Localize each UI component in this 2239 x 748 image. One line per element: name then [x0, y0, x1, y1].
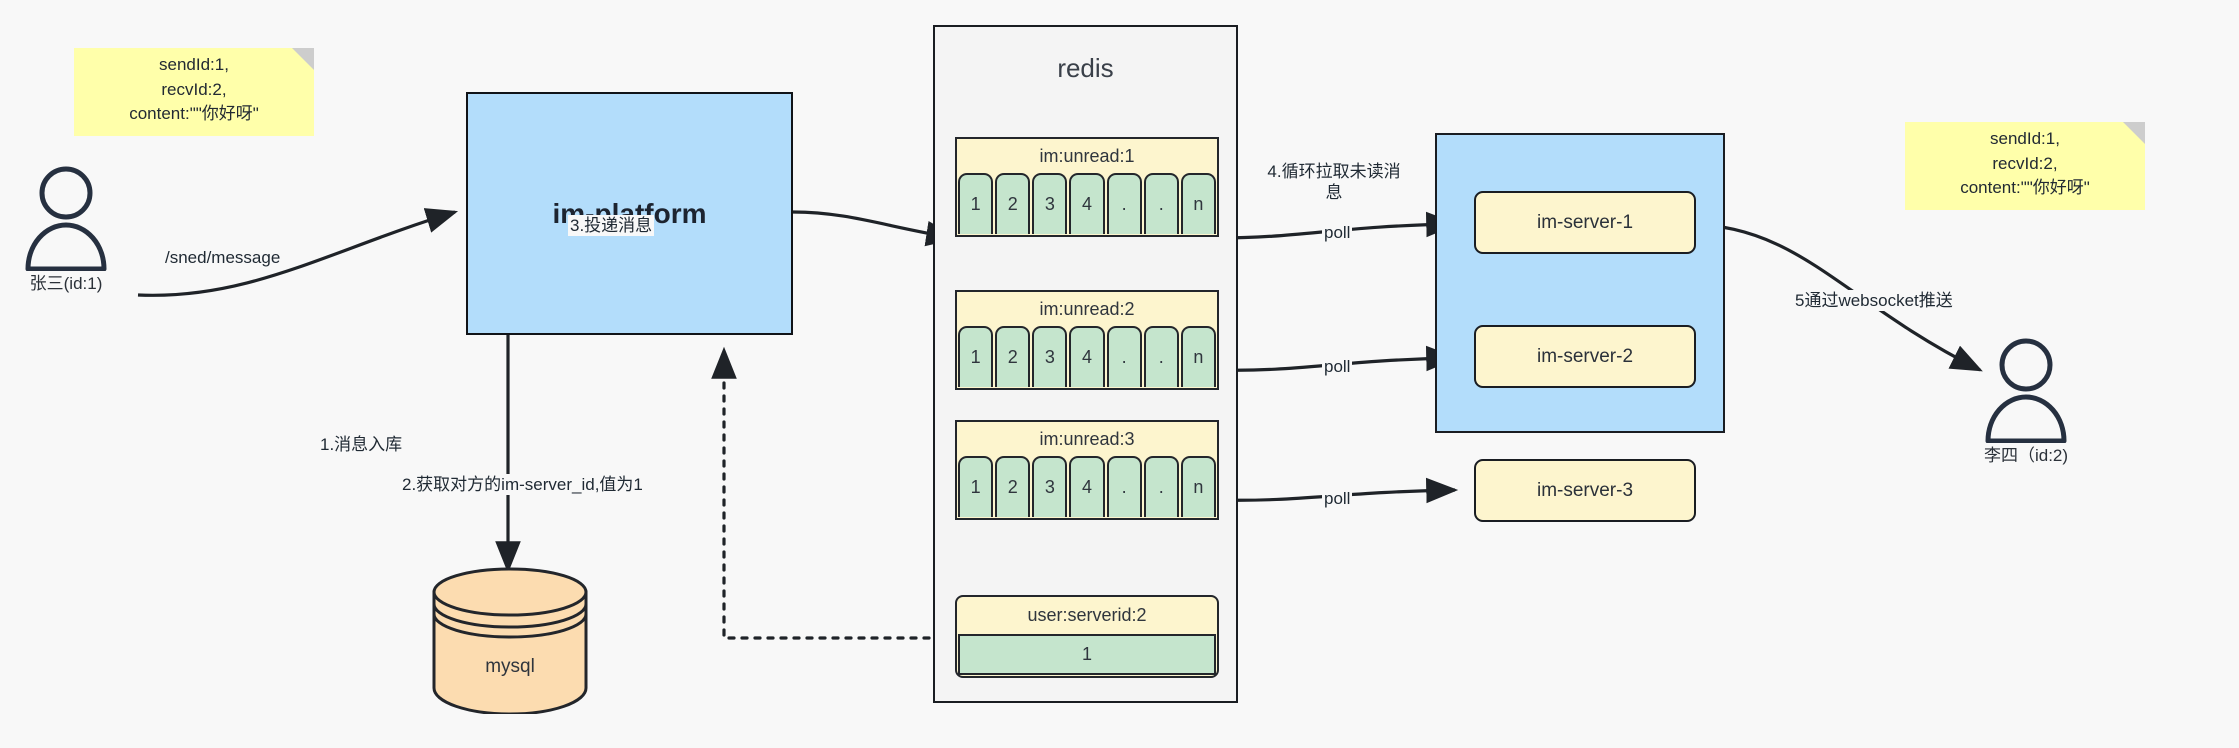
actor-sender: 张三(id:1)	[24, 165, 108, 295]
im-server-label: im-server-1	[1536, 211, 1634, 233]
redis-cell: 4	[1069, 456, 1105, 517]
redis-cell: .	[1106, 326, 1142, 387]
im-server-3-box[interactable]: im-server-3	[1474, 459, 1696, 522]
redis-cell: 1	[958, 456, 994, 517]
edge-label-poll-3: poll	[1322, 488, 1353, 510]
edge-serverid-to-platform-dotted	[711, 346, 957, 640]
redis-cell: .	[1143, 326, 1179, 387]
redis-key-group-unread-2[interactable]: im:unread:2 1 2 3 4 . . n	[955, 290, 1219, 390]
edge-label-poll-2: poll	[1322, 356, 1353, 378]
note-text: sendId:1, recvId:2, content:""你好呀"	[129, 55, 259, 124]
redis-cell: .	[1143, 173, 1179, 234]
actor-receiver-label: 李四（id:2)	[1983, 446, 2069, 465]
actor-sender-label: 张三(id:1)	[29, 274, 103, 293]
redis-cell: n	[1180, 326, 1216, 387]
note-fold-icon	[292, 48, 314, 70]
redis-cell: 3	[1032, 456, 1068, 517]
redis-key-cells: 1 2 3 4 . . n	[957, 326, 1217, 388]
message-payload-note-right: sendId:1, recvId:2, content:""你好呀"	[1905, 122, 2145, 210]
redis-cell: 3	[1032, 173, 1068, 234]
redis-cell: .	[1106, 456, 1142, 517]
redis-cell: 3	[1032, 326, 1068, 387]
edge-label-poll-1: poll	[1322, 222, 1353, 244]
redis-key-label: im:unread:3	[1039, 428, 1135, 449]
edge-label-step5: 5通过websocket推送	[1793, 290, 1955, 312]
edge-platform-to-redis	[792, 210, 959, 247]
actor-receiver: 李四（id:2)	[1984, 337, 2068, 467]
mysql-database[interactable]: mysql	[430, 566, 590, 716]
edge-label-send-message: /sned/message	[163, 247, 283, 269]
user-icon	[25, 166, 107, 272]
database-cylinder-icon: mysql	[432, 567, 588, 716]
im-server-label: im-server-2	[1536, 345, 1634, 367]
redis-cell: 2	[995, 456, 1031, 517]
note-fold-icon	[2123, 122, 2145, 144]
redis-cell: 1	[958, 326, 994, 387]
redis-key-group-user-serverid[interactable]: user:serverid:2 1	[955, 595, 1219, 678]
redis-cell: 4	[1069, 326, 1105, 387]
redis-cell: 1	[958, 173, 994, 234]
im-server-cluster-panel	[1435, 133, 1725, 433]
edge-label-step1: 1.消息入库	[318, 434, 405, 456]
redis-cell: n	[1180, 173, 1216, 234]
redis-cell: 2	[995, 173, 1031, 234]
redis-key-cells: 1 2 3 4 . . n	[957, 173, 1217, 235]
mysql-label: mysql	[485, 656, 535, 677]
redis-key-cells: 1 2 3 4 . . n	[957, 456, 1217, 518]
im-server-1-box[interactable]: im-server-1	[1474, 191, 1696, 254]
im-server-2-box[interactable]: im-server-2	[1474, 325, 1696, 388]
edge-label-step2: 2.获取对方的im-server_id,值为1	[400, 474, 645, 496]
redis-key-label: im:unread:1	[1039, 145, 1135, 166]
edge-label-step3: 3.投递消息	[568, 215, 655, 237]
note-text: sendId:1, recvId:2, content:""你好呀"	[1960, 129, 2090, 198]
redis-serverid-key-label: user:serverid:2	[1027, 605, 1147, 625]
edge-label-step4: 4.循环拉取未读消息	[1258, 161, 1410, 204]
user-icon	[1985, 338, 2067, 444]
redis-key-label: im:unread:2	[1039, 298, 1135, 319]
redis-cell: 4	[1069, 173, 1105, 234]
redis-cell: 2	[995, 326, 1031, 387]
redis-serverid-value: 1	[958, 634, 1216, 675]
im-platform-box[interactable]: im-platform	[466, 92, 793, 335]
redis-title: redis	[1057, 53, 1114, 83]
redis-cell: n	[1180, 456, 1216, 517]
redis-key-group-unread-3[interactable]: im:unread:3 1 2 3 4 . . n	[955, 420, 1219, 520]
redis-key-group-unread-1[interactable]: im:unread:1 1 2 3 4 . . n	[955, 137, 1219, 237]
im-server-label: im-server-3	[1536, 479, 1634, 501]
message-payload-note-left: sendId:1, recvId:2, content:""你好呀"	[74, 48, 314, 136]
redis-cell: .	[1143, 456, 1179, 517]
redis-cell: .	[1106, 173, 1142, 234]
